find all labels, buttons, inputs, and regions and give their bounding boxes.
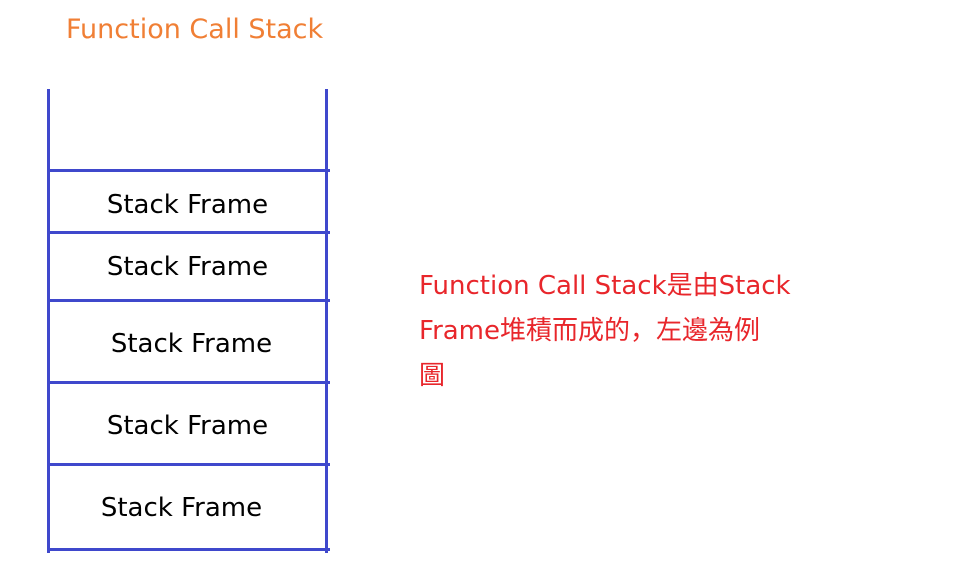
- stack-divider: [47, 231, 330, 234]
- stack-bottom: [47, 548, 330, 551]
- stack-divider: [47, 169, 330, 172]
- stack-divider: [47, 299, 330, 302]
- explanation-note: Function Call Stack是由Stack Frame堆積而成的，左邊…: [419, 264, 839, 399]
- stack-frame-label: Stack Frame: [106, 411, 269, 441]
- stack-left-wall: [47, 89, 50, 553]
- note-line: Frame堆積而成的，左邊為例: [419, 316, 761, 346]
- note-line: Function Call Stack是由Stack: [419, 271, 791, 301]
- stack-divider: [47, 381, 330, 384]
- stack-frame-label: Stack Frame: [100, 493, 263, 523]
- note-line: 圖: [419, 361, 446, 391]
- stack-divider: [47, 463, 330, 466]
- stack-right-wall: [325, 89, 328, 553]
- stack-frame-label: Stack Frame: [106, 190, 269, 220]
- diagram-title: Function Call Stack: [66, 14, 324, 45]
- stack-frame-label: Stack Frame: [110, 329, 273, 359]
- stack-frame-label: Stack Frame: [106, 252, 269, 282]
